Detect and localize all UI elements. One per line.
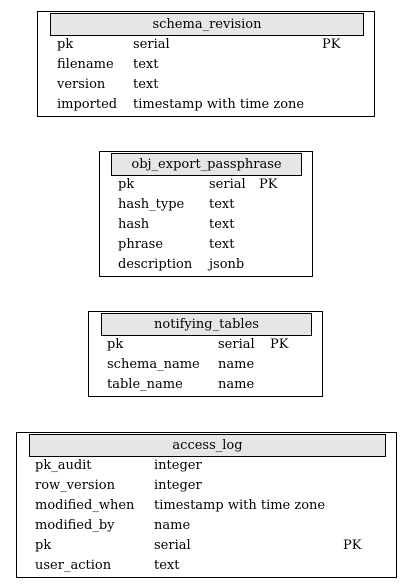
table-row: imported timestamp with time zone — [38, 95, 374, 115]
column-type: serial — [209, 177, 246, 192]
column-name: hash_type — [118, 197, 185, 212]
column-key: PK — [322, 37, 341, 52]
table-row: hash_type text — [100, 195, 312, 215]
column-type: name — [218, 377, 255, 392]
table-schema-revision: schema_revision pk serial PK filename te… — [37, 11, 375, 117]
table-row: phrase text — [100, 235, 312, 255]
table-row: modified_when timestamp with time zone — [17, 496, 396, 516]
column-name: schema_name — [107, 357, 200, 372]
table-notifying-tables: notifying_tables pk serial PK schema_nam… — [88, 311, 323, 397]
table-title: notifying_tables — [101, 313, 312, 336]
column-type: jsonb — [209, 257, 245, 272]
column-type: text — [154, 558, 180, 573]
column-name: hash — [118, 217, 150, 232]
column-name: table_name — [107, 377, 183, 392]
table-row: modified_by name — [17, 516, 396, 536]
table-row: pk serial PK — [89, 335, 322, 355]
table-row: schema_name name — [89, 355, 322, 375]
column-name: phrase — [118, 237, 164, 252]
column-key: PK — [343, 538, 362, 553]
table-title: obj_export_passphrase — [111, 153, 302, 176]
table-row: pk_audit integer — [17, 456, 396, 476]
column-type: text — [133, 77, 159, 92]
column-key: PK — [259, 177, 278, 192]
column-type: serial — [218, 337, 255, 352]
column-type: integer — [154, 458, 202, 473]
column-type: timestamp with time zone — [133, 97, 305, 112]
column-type: text — [209, 197, 235, 212]
column-name: imported — [57, 97, 118, 112]
column-name: version — [57, 77, 106, 92]
column-type: timestamp with time zone — [154, 498, 326, 513]
table-title: access_log — [29, 434, 386, 457]
column-name: pk — [35, 538, 52, 553]
table-row: user_action text — [17, 556, 396, 576]
table-row: pk serial PK — [38, 35, 374, 55]
column-name: pk — [118, 177, 135, 192]
column-name: pk — [57, 37, 74, 52]
column-type: text — [209, 217, 235, 232]
table-row: version text — [38, 75, 374, 95]
table-row: pk serial PK — [100, 175, 312, 195]
column-key: PK — [270, 337, 289, 352]
column-name: pk_audit — [35, 458, 92, 473]
column-name: description — [118, 257, 193, 272]
column-type: integer — [154, 478, 202, 493]
column-type: name — [218, 357, 255, 372]
table-row: description jsonb — [100, 255, 312, 275]
table-obj-export-passphrase: obj_export_passphrase pk serial PK hash_… — [99, 151, 313, 277]
column-type: text — [209, 237, 235, 252]
column-name: user_action — [35, 558, 112, 573]
column-name: pk — [107, 337, 124, 352]
table-row: filename text — [38, 55, 374, 75]
column-type: name — [154, 518, 191, 533]
table-access-log: access_log pk_audit integer row_version … — [16, 432, 397, 578]
column-type: serial — [133, 37, 170, 52]
table-row: hash text — [100, 215, 312, 235]
column-name: modified_by — [35, 518, 115, 533]
column-name: modified_when — [35, 498, 135, 513]
column-type: text — [133, 57, 159, 72]
table-row: pk serial PK — [17, 536, 396, 556]
table-row: table_name name — [89, 375, 322, 395]
column-name: filename — [57, 57, 114, 72]
column-type: serial — [154, 538, 191, 553]
table-row: row_version integer — [17, 476, 396, 496]
column-name: row_version — [35, 478, 115, 493]
table-title: schema_revision — [50, 13, 364, 36]
